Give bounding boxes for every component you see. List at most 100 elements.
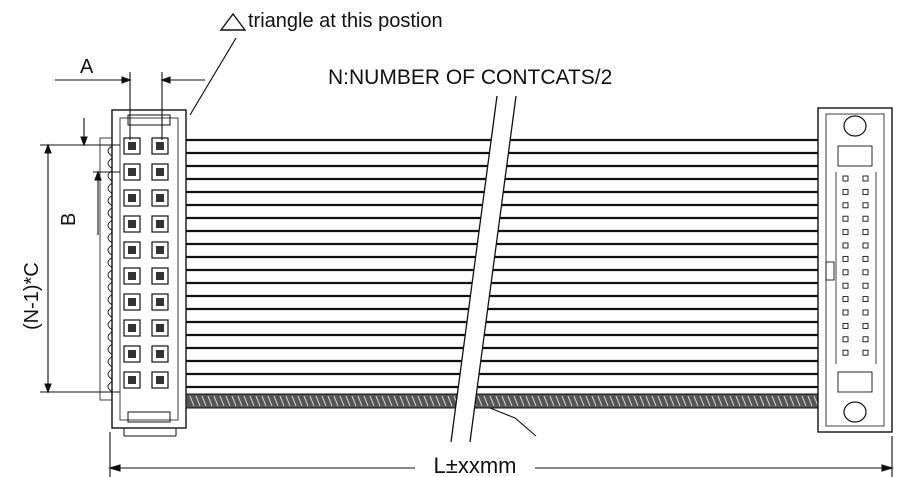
marker-stripe-hatch	[225, 395, 231, 407]
right-contact-pin	[862, 349, 869, 356]
connector-edge-scallop	[107, 294, 113, 306]
marker-stripe-hatch	[447, 395, 453, 407]
marker-stripe-hatch	[189, 395, 195, 407]
marker-stripe-hatch	[255, 395, 261, 407]
marker-stripe-hatch	[681, 395, 687, 407]
marker-stripe-hatch	[315, 395, 321, 407]
marker-stripe-hatch	[729, 395, 735, 407]
marker-stripe-hatch	[735, 395, 741, 407]
marker-stripe-hatch	[291, 395, 297, 407]
ribbon-wires	[185, 138, 819, 409]
contacts-note-label: N:NUMBER OF CONTCATS/2	[328, 66, 612, 89]
marker-stripe-hatch	[585, 395, 591, 407]
left-connector	[99, 109, 187, 437]
marker-stripe-hatch	[357, 395, 363, 407]
triangle-note-label: triangle at this postion	[248, 10, 443, 32]
contact-pin	[151, 293, 169, 311]
right-contact-pin	[862, 175, 869, 182]
marker-stripe-hatch	[393, 395, 399, 407]
marker-stripe-hatch	[615, 395, 621, 407]
dimension-pitch-label: (N-1)*C	[21, 262, 43, 330]
length-label-backdrop	[415, 448, 535, 477]
marker-stripe-hatch	[519, 395, 525, 407]
right-contact-pin	[842, 296, 849, 303]
marker-stripe-hatch	[411, 395, 417, 407]
marker-stripe-hatch	[477, 395, 483, 407]
right-contact-pin	[842, 255, 849, 262]
connector-edge-scallop	[107, 170, 113, 182]
marker-stripe-hatch	[237, 395, 243, 407]
right-contact-pin	[862, 215, 869, 222]
marker-stripe-hatch	[579, 395, 585, 407]
marker-stripe-hatch	[201, 395, 207, 407]
contact-pin	[123, 215, 141, 233]
connector-edge-scallop	[107, 356, 113, 368]
length-label: L±xxmm	[434, 453, 517, 477]
marker-stripe-hatch	[525, 395, 531, 407]
marker-stripe-hatch	[261, 395, 267, 407]
marker-stripe-hatch	[309, 395, 315, 407]
marker-stripe-hatch	[369, 395, 375, 407]
contact-pin	[151, 189, 169, 207]
connector-edge-scallop	[107, 244, 113, 256]
marker-stripe-hatch	[249, 395, 255, 407]
marker-stripe-hatch	[657, 395, 663, 407]
marker-stripe-hatch	[405, 395, 411, 407]
marker-stripe-hatch	[627, 395, 633, 407]
marker-stripe-hatch	[705, 395, 711, 407]
right-contact-pin	[842, 242, 849, 249]
connector-edge-scallop	[107, 331, 113, 343]
right-contact-pin	[842, 229, 849, 236]
right-contact-pin	[862, 255, 869, 262]
contact-pin	[151, 137, 169, 155]
marker-stripe-hatch	[531, 395, 537, 407]
marker-stripe-hatch	[279, 395, 285, 407]
marker-stripe-hatch	[651, 395, 657, 407]
right-contact-pin	[842, 309, 849, 316]
right-contact-pin	[862, 188, 869, 195]
connector-edge-scallop	[107, 319, 113, 330]
marker-stripe-hatch	[207, 395, 213, 407]
contact-pin	[123, 293, 141, 311]
marker-stripe-hatch	[687, 395, 693, 407]
connector-edge-scallop	[107, 158, 113, 169]
marker-stripe-hatch	[597, 395, 603, 407]
right-contact-pin	[862, 309, 869, 316]
marker-stripe-hatch	[555, 395, 561, 407]
marker-stripe-hatch	[759, 395, 765, 407]
contact-pin	[151, 319, 169, 337]
connector-edge-scallop	[107, 195, 113, 206]
right-contact-pin	[842, 282, 849, 289]
marker-stripe-hatch	[417, 395, 423, 407]
marker-stripe-hatch	[273, 395, 279, 407]
marker-stripe-hatch	[195, 395, 201, 407]
marker-stripe-hatch	[693, 395, 699, 407]
marker-stripe-hatch	[507, 395, 513, 407]
right-contact-pin	[862, 296, 869, 303]
contact-pin	[151, 163, 169, 181]
marker-stripe-hatch	[717, 395, 723, 407]
marker-stripe-hatch	[231, 395, 237, 407]
marker-stripe-hatch	[663, 395, 669, 407]
marker-stripe-hatch	[609, 395, 615, 407]
connector-edge-scallop	[107, 232, 113, 244]
marker-stripe-hatch	[513, 395, 519, 407]
marker-stripe-hatch	[561, 395, 567, 407]
marker-stripe-hatch	[495, 395, 501, 407]
marker-stripe-hatch	[801, 395, 807, 407]
marker-stripe-hatch	[399, 395, 405, 407]
right-connector	[817, 107, 893, 433]
right-contact-pin	[842, 175, 849, 182]
marker-stripe-hatch	[645, 395, 651, 407]
marker-stripe-hatch	[429, 395, 435, 407]
dimension-b	[75, 118, 120, 235]
marker-stripe-hatch	[339, 395, 345, 407]
marker-stripe-hatch	[363, 395, 369, 407]
contact-pin	[151, 371, 169, 389]
marker-stripe-hatch	[303, 395, 309, 407]
contact-pin	[151, 241, 169, 259]
marker-stripe-hatch	[603, 395, 609, 407]
dimension-a	[55, 72, 205, 140]
connector-edge-scallop	[107, 220, 113, 231]
contact-pin	[123, 241, 141, 259]
